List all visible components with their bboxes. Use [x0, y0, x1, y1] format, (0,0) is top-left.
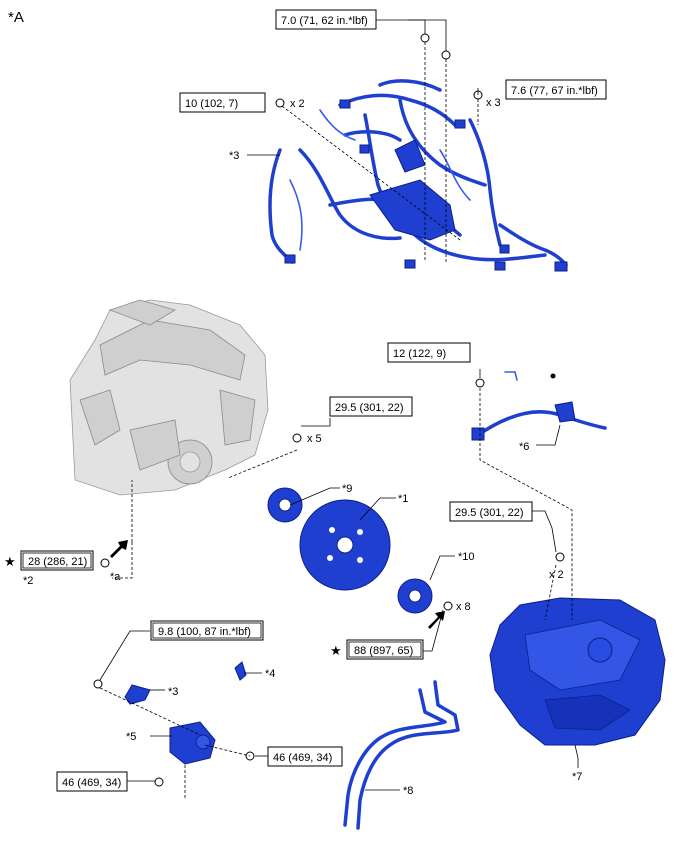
- quantity-label: x 8: [456, 601, 471, 613]
- torque-spec-t11: 46 (469, 34): [56, 771, 128, 792]
- front-spacer: [397, 578, 433, 614]
- starter-assembly: [169, 721, 216, 765]
- torque-spec-t8: 88 (897, 65): [346, 639, 424, 660]
- callout-label: *1: [398, 493, 408, 505]
- svg-text:46 (469, 34): 46 (469, 34): [62, 777, 121, 789]
- callout-label: *8: [403, 785, 413, 797]
- svg-text:29.5 (301, 22): 29.5 (301, 22): [455, 507, 524, 519]
- svg-text:9.8 (100, 87 in.*lbf): 9.8 (100, 87 in.*lbf): [158, 626, 251, 638]
- svg-text:10 (102, 7): 10 (102, 7): [185, 98, 238, 110]
- callout-label: *a: [110, 571, 121, 583]
- view-label: *A: [8, 9, 24, 26]
- bolt-icon: [441, 50, 451, 60]
- bolt-icon: [475, 378, 485, 388]
- svg-text:28 (286, 21): 28 (286, 21): [28, 556, 87, 568]
- callout-label: *6: [519, 441, 529, 453]
- bolt-icon: [93, 679, 103, 689]
- callout-label: *2: [23, 575, 33, 587]
- torque-spec-t1: 7.0 (71, 62 in.*lbf): [275, 9, 377, 30]
- callout-label: *10: [458, 551, 475, 563]
- leader-lines: [99, 19, 579, 800]
- oil-cooler-pipe: [343, 680, 460, 830]
- arrow-icon: [428, 611, 445, 629]
- torque-spec-t5: 29.5 (301, 22): [329, 396, 413, 417]
- svg-text:29.5 (301, 22): 29.5 (301, 22): [335, 402, 404, 414]
- callout-label: *3: [168, 686, 178, 698]
- torque-spec-t9: 9.8 (100, 87 in.*lbf): [150, 620, 264, 641]
- engine-assembly: [69, 299, 269, 496]
- svg-text:7.0 (71, 62 in.*lbf): 7.0 (71, 62 in.*lbf): [281, 15, 368, 27]
- wire-harness: [268, 79, 568, 272]
- bolt-icon: [275, 98, 285, 108]
- speed-sensor-wire: [471, 371, 607, 441]
- star-icon: ★: [4, 554, 16, 569]
- bolt-icon: [154, 777, 164, 787]
- callout-label: *9: [342, 483, 352, 495]
- flex-plate: [299, 499, 391, 591]
- callout-label: *5: [126, 731, 136, 743]
- star-icon: ★: [330, 643, 342, 658]
- bolt-icon: [420, 33, 430, 43]
- bolt-icon: [100, 558, 110, 568]
- quantity-label: x 2: [549, 569, 564, 581]
- torque-spec-t7: 28 (286, 21): [20, 550, 94, 571]
- quantity-label: x 3: [486, 97, 501, 109]
- quantity-label: x 2: [290, 98, 305, 110]
- svg-text:12 (122, 9): 12 (122, 9): [393, 348, 446, 360]
- bolt-icon: [292, 433, 302, 443]
- callout-label: *4: [265, 668, 275, 680]
- svg-text:46 (469, 34): 46 (469, 34): [273, 752, 332, 764]
- callout-label: *3: [229, 150, 239, 162]
- torque-spec-t10: 46 (469, 34): [267, 746, 343, 767]
- bolt-icon: [555, 552, 565, 562]
- quantity-label: x 5: [307, 433, 322, 445]
- torque-spec-t2: 10 (102, 7): [179, 92, 266, 113]
- callout-label: *7: [572, 771, 582, 783]
- clip: [234, 661, 247, 681]
- svg-text:88 (897, 65): 88 (897, 65): [354, 645, 413, 657]
- svg-text:7.6 (77, 67 in.*lbf): 7.6 (77, 67 in.*lbf): [511, 85, 598, 97]
- transaxle-assembly: [489, 597, 666, 746]
- bolt-icon: [443, 601, 453, 611]
- torque-spec-t6: 29.5 (301, 22): [449, 501, 533, 522]
- torque-spec-t4: 12 (122, 9): [387, 342, 471, 363]
- rear-spacer: [267, 487, 303, 523]
- wire-bracket: [124, 684, 151, 705]
- torque-spec-t3: 7.6 (77, 67 in.*lbf): [505, 79, 607, 100]
- arrow-icon: [110, 540, 128, 558]
